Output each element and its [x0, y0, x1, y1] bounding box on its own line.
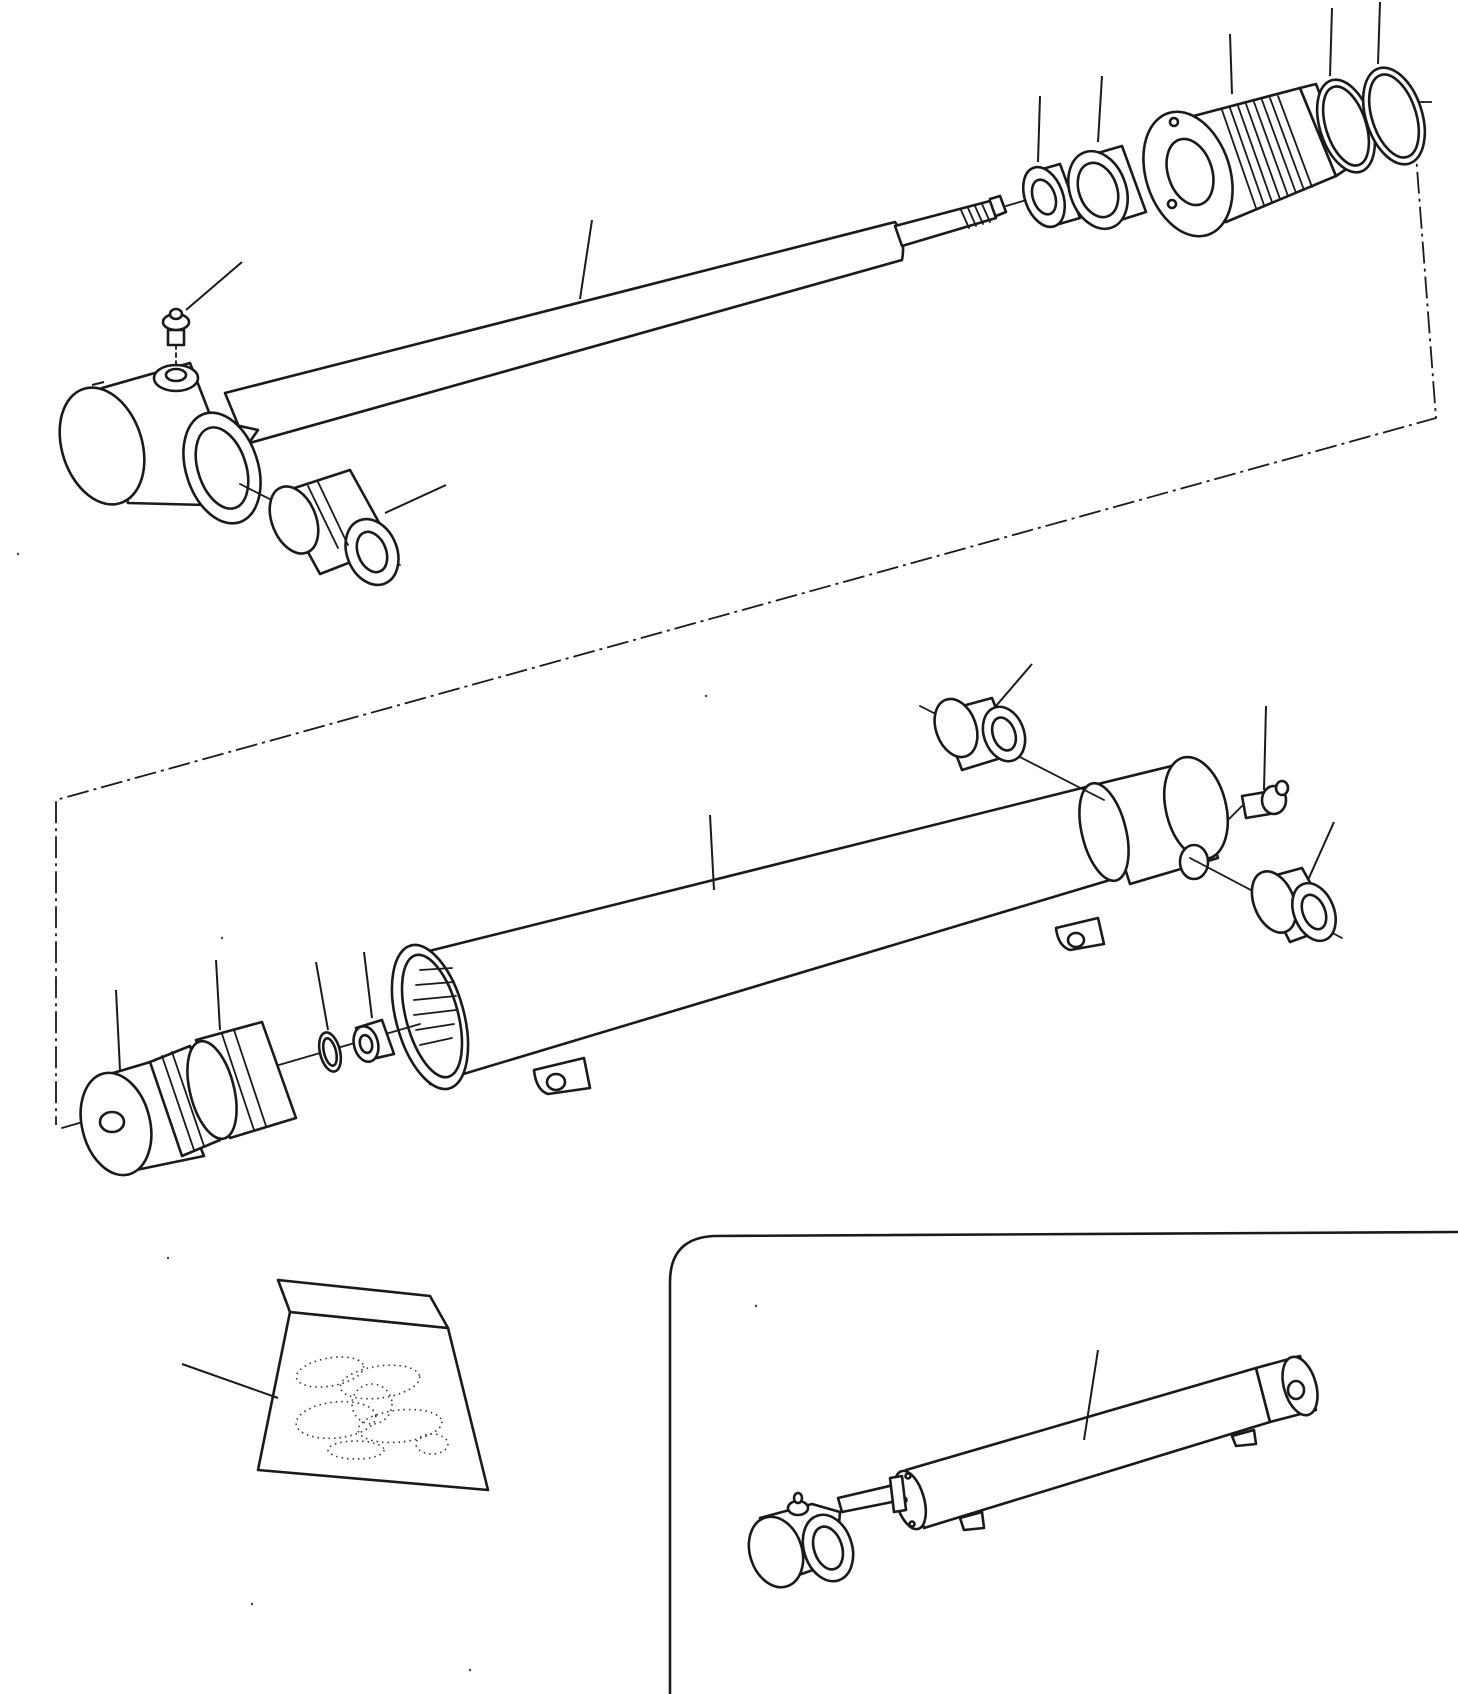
piston-nut: [352, 951, 396, 1064]
backup-ring: [1361, 1, 1427, 166]
complete-cylinder-assembly: [747, 1349, 1319, 1589]
seal-kit: [181, 1278, 490, 1492]
bushing: [919, 663, 1105, 801]
piston-seal: [1067, 75, 1148, 231]
cylinder-head: [1142, 33, 1350, 238]
assembly-inset-frame: [668, 1230, 1458, 1694]
bushing: [239, 468, 447, 587]
piston-rod: [223, 194, 1041, 446]
cylinder-tube: [390, 755, 1230, 1096]
grease-nipple: [1227, 705, 1290, 821]
bushing: [1189, 821, 1343, 944]
cylinder-head-threads: [1221, 95, 1313, 209]
o-ring: [1315, 7, 1377, 174]
rod-eye: [58, 361, 262, 525]
grease-nipple: [161, 261, 243, 365]
o-ring: [315, 961, 343, 1073]
cylinder-tube-threads: [413, 967, 457, 1046]
piston: [61, 989, 421, 1177]
piston-rod-leader: [579, 219, 593, 300]
scan-specks: [16, 552, 758, 1672]
piston-nut: [1021, 95, 1082, 229]
piston-seal: [215, 959, 221, 1031]
